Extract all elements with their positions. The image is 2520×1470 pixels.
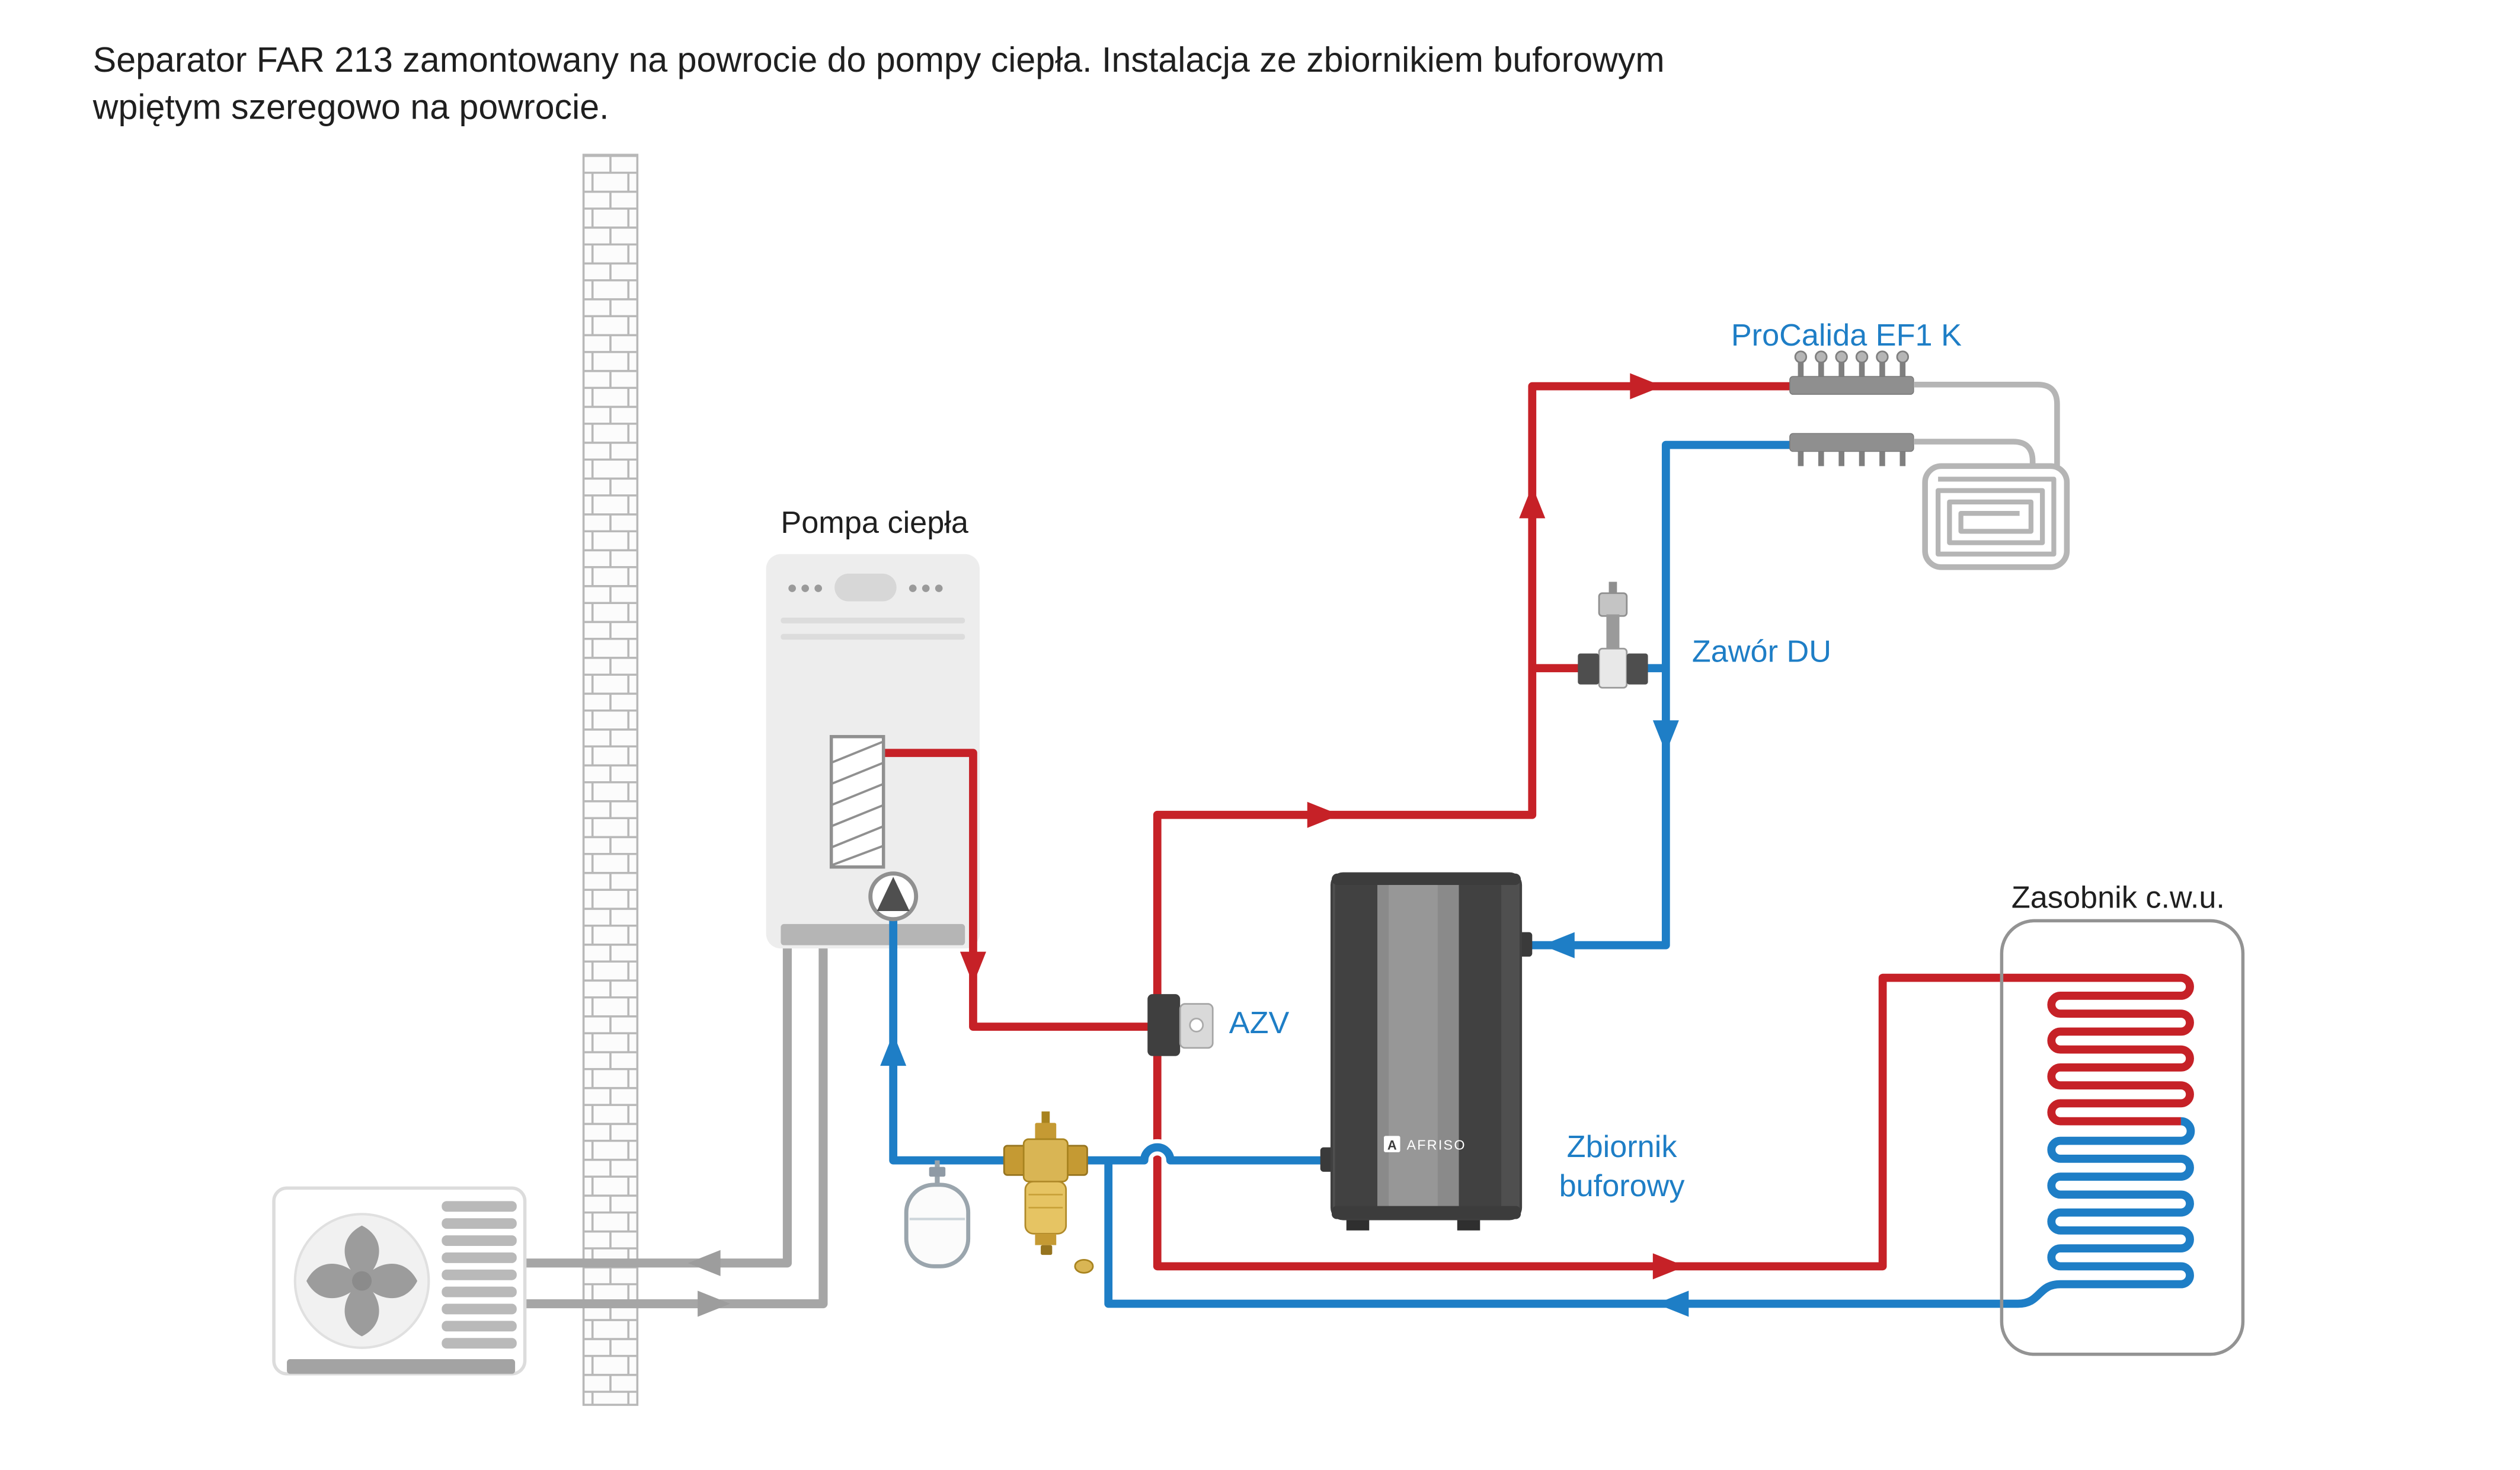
- diagram-title-line2: wpiętym szeregowo na powrocie.: [92, 87, 609, 127]
- separator-drain-plug: [1074, 1258, 1094, 1274]
- flow-arrow-return-up: [880, 1033, 907, 1066]
- heat-exchanger: [829, 735, 885, 869]
- return-pipes: [889, 440, 2195, 1308]
- heat-pump-display: [834, 573, 897, 602]
- outdoor-unit: [272, 1186, 527, 1376]
- afriso-logo-text: AFRISO: [1407, 1137, 1466, 1153]
- diagram-title: Separator FAR 213 zamontowany na powroci…: [92, 40, 1665, 127]
- flow-arrow-to-buffer: [1542, 932, 1575, 958]
- separator-far213: [1003, 1111, 1094, 1274]
- circulation-pump-icon: [868, 871, 919, 922]
- manifold: [1789, 350, 1914, 466]
- buffer-tank-label-line2: buforowy: [1559, 1169, 1686, 1203]
- diagram-title-line1: Separator FAR 213 zamontowany na powroci…: [93, 40, 1665, 79]
- flow-arrows: [880, 373, 1689, 1317]
- azv-valve: [1147, 994, 1214, 1056]
- buffer-tank-label-line1: Zbiornik: [1567, 1130, 1678, 1164]
- expansion-vessel: [904, 1160, 971, 1268]
- du-valve: [1578, 581, 1648, 689]
- azv-valve-label: AZV: [1229, 1006, 1290, 1040]
- flow-arrow-supply-down: [960, 951, 986, 985]
- dhw-tank: [2000, 919, 2245, 1356]
- flow-arrow-to-dhw: [1652, 1253, 1686, 1280]
- fan-icon: [306, 1225, 418, 1337]
- flow-arrow-dhw-return: [1656, 1290, 1689, 1317]
- supply-pipes: [881, 382, 2194, 1271]
- manifold-label: ProCalida EF1 K: [1731, 318, 1962, 353]
- floor-heating-loop: [1913, 382, 2070, 570]
- outdoor-unit-base: [287, 1359, 516, 1374]
- flow-arrow-to-manifold: [1630, 373, 1663, 400]
- buffer-tank: A AFRISO: [1320, 872, 1533, 1231]
- flow-arrow-return-down: [1652, 720, 1679, 753]
- afriso-logo-letter: A: [1387, 1138, 1397, 1153]
- flow-arrow-glycol-right: [698, 1290, 731, 1317]
- flow-arrow-glycol-left: [687, 1250, 721, 1276]
- du-valve-label: Zawór DU: [1692, 634, 1831, 669]
- heat-pump-label: Pompa ciepła: [781, 506, 968, 540]
- flow-arrow-supply-up: [1519, 485, 1546, 519]
- brick-wall: [582, 154, 639, 1406]
- flow-arrow-supply-right: [1307, 801, 1340, 828]
- outdoor-unit-grille: [442, 1201, 517, 1349]
- dhw-tank-label: Zasobnik c.w.u.: [2011, 880, 2225, 915]
- afriso-logo: A AFRISO: [1384, 1136, 1466, 1153]
- floor-coil-spiral: [1936, 477, 2057, 557]
